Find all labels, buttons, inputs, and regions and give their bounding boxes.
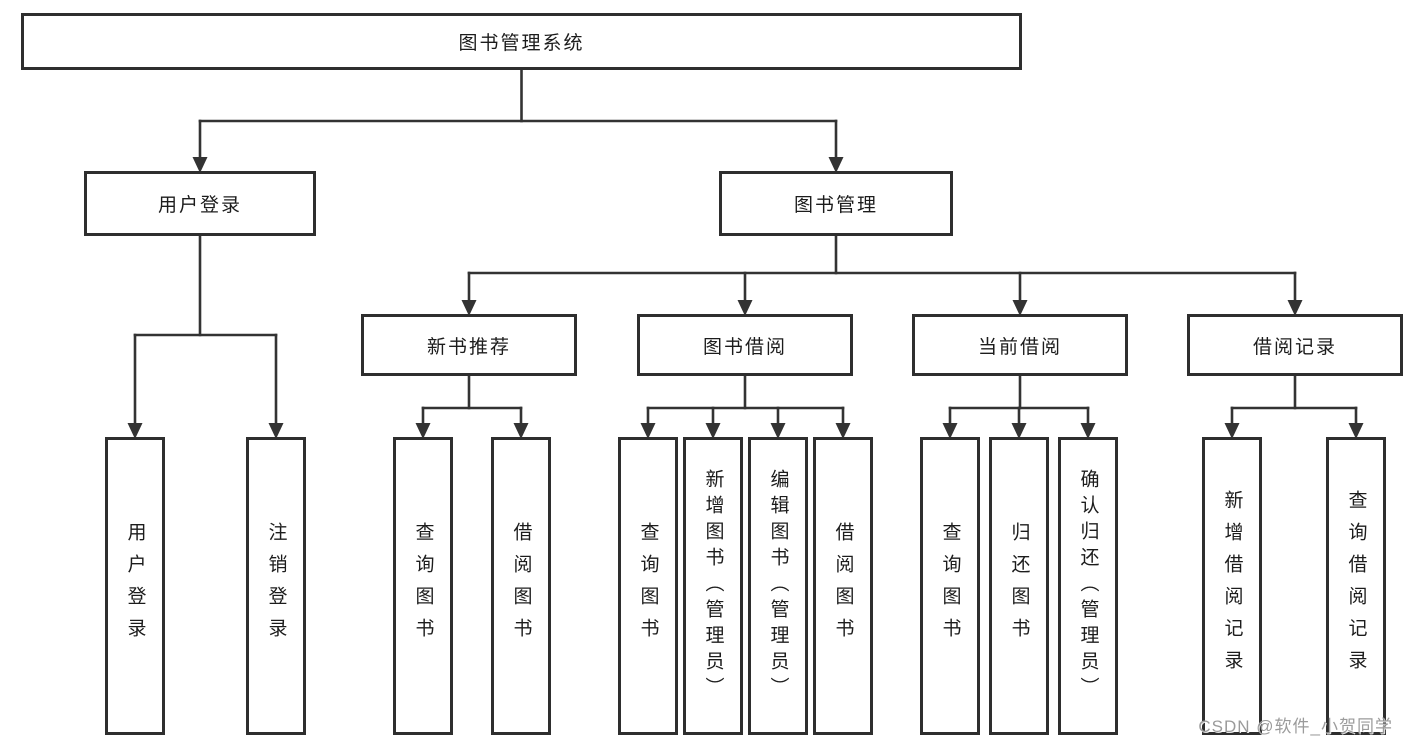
leaf-logout-login: 注销登录 bbox=[246, 437, 306, 735]
leaf-query-borrow-record: 查询借阅记录 bbox=[1326, 437, 1386, 735]
node-borrowing-records: 借阅记录 bbox=[1187, 314, 1403, 376]
leaf-borrow-books-recommend: 借阅图书 bbox=[491, 437, 551, 735]
watermark: CSDN @软件_小贺同学 bbox=[1198, 717, 1393, 736]
node-user-login: 用户登录 bbox=[84, 171, 316, 236]
leaf-borrow-books-borrowing: 借阅图书 bbox=[813, 437, 873, 735]
node-book-borrowing: 图书借阅 bbox=[637, 314, 853, 376]
leaf-add-books-admin: 新增图书（管理员） bbox=[683, 437, 743, 735]
leaf-return-books: 归还图书 bbox=[989, 437, 1049, 735]
leaf-query-books-recommend: 查询图书 bbox=[393, 437, 453, 735]
node-library-management-system: 图书管理系统 bbox=[21, 13, 1022, 70]
leaf-add-borrow-record: 新增借阅记录 bbox=[1202, 437, 1262, 735]
leaf-query-books-current: 查询图书 bbox=[920, 437, 980, 735]
node-book-management: 图书管理 bbox=[719, 171, 953, 236]
leaf-confirm-return-admin: 确认归还（管理员） bbox=[1058, 437, 1118, 735]
leaf-user-login: 用户登录 bbox=[105, 437, 165, 735]
node-new-book-recommendation: 新书推荐 bbox=[361, 314, 577, 376]
node-current-borrowing: 当前借阅 bbox=[912, 314, 1128, 376]
leaf-query-books-borrowing: 查询图书 bbox=[618, 437, 678, 735]
leaf-edit-books-admin: 编辑图书（管理员） bbox=[748, 437, 808, 735]
